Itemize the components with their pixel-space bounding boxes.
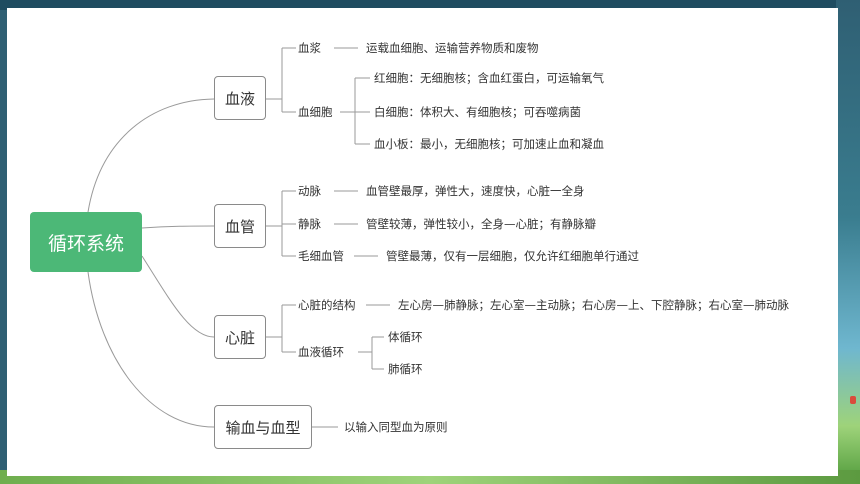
node-rbc: 红细胞：无细胞核；含血红蛋白，可运输氧气 <box>374 71 604 85</box>
node-wbc: 白细胞：体积大、有细胞核；可吞噬病菌 <box>374 105 581 119</box>
branch-heart: 心脏 <box>214 315 266 359</box>
branch-vessels: 血管 <box>214 204 266 248</box>
node-vein-desc: 管壁较薄，弹性较小，全身—心脏；有静脉瓣 <box>366 217 596 231</box>
node-vein: 静脉 <box>298 217 321 231</box>
node-plasma: 血浆 <box>298 41 321 55</box>
node-heart-structure-desc: 左心房—肺静脉；左心室—主动脉；右心房—上、下腔静脉；右心室—肺动脉 <box>398 298 789 312</box>
node-artery-desc: 血管壁最厚，弹性大，速度快，心脏一全身 <box>366 184 585 198</box>
decoration <box>850 396 856 404</box>
node-pulmonary: 肺循环 <box>388 362 423 376</box>
node-heart-structure: 心脏的结构 <box>298 298 356 312</box>
node-plasma-desc: 运载血细胞、运输营养物质和废物 <box>366 41 539 55</box>
landscape-edge <box>836 0 860 484</box>
node-transfusion-desc: 以输入同型血为原则 <box>344 420 448 434</box>
branch-blood: 血液 <box>214 76 266 120</box>
node-capillary: 毛细血管 <box>298 249 344 263</box>
branch-transfusion: 输血与血型 <box>214 405 312 449</box>
top-border <box>0 0 860 10</box>
node-circulation: 血液循环 <box>298 345 344 359</box>
node-systemic: 体循环 <box>388 330 423 344</box>
node-blood-cells: 血细胞 <box>298 105 333 119</box>
root-node: 循环系统 <box>30 212 142 272</box>
node-platelet: 血小板：最小，无细胞核；可加速止血和凝血 <box>374 137 604 151</box>
node-artery: 动脉 <box>298 184 321 198</box>
node-capillary-desc: 管壁最薄，仅有一层细胞，仅允许红细胞单行通过 <box>386 249 639 263</box>
